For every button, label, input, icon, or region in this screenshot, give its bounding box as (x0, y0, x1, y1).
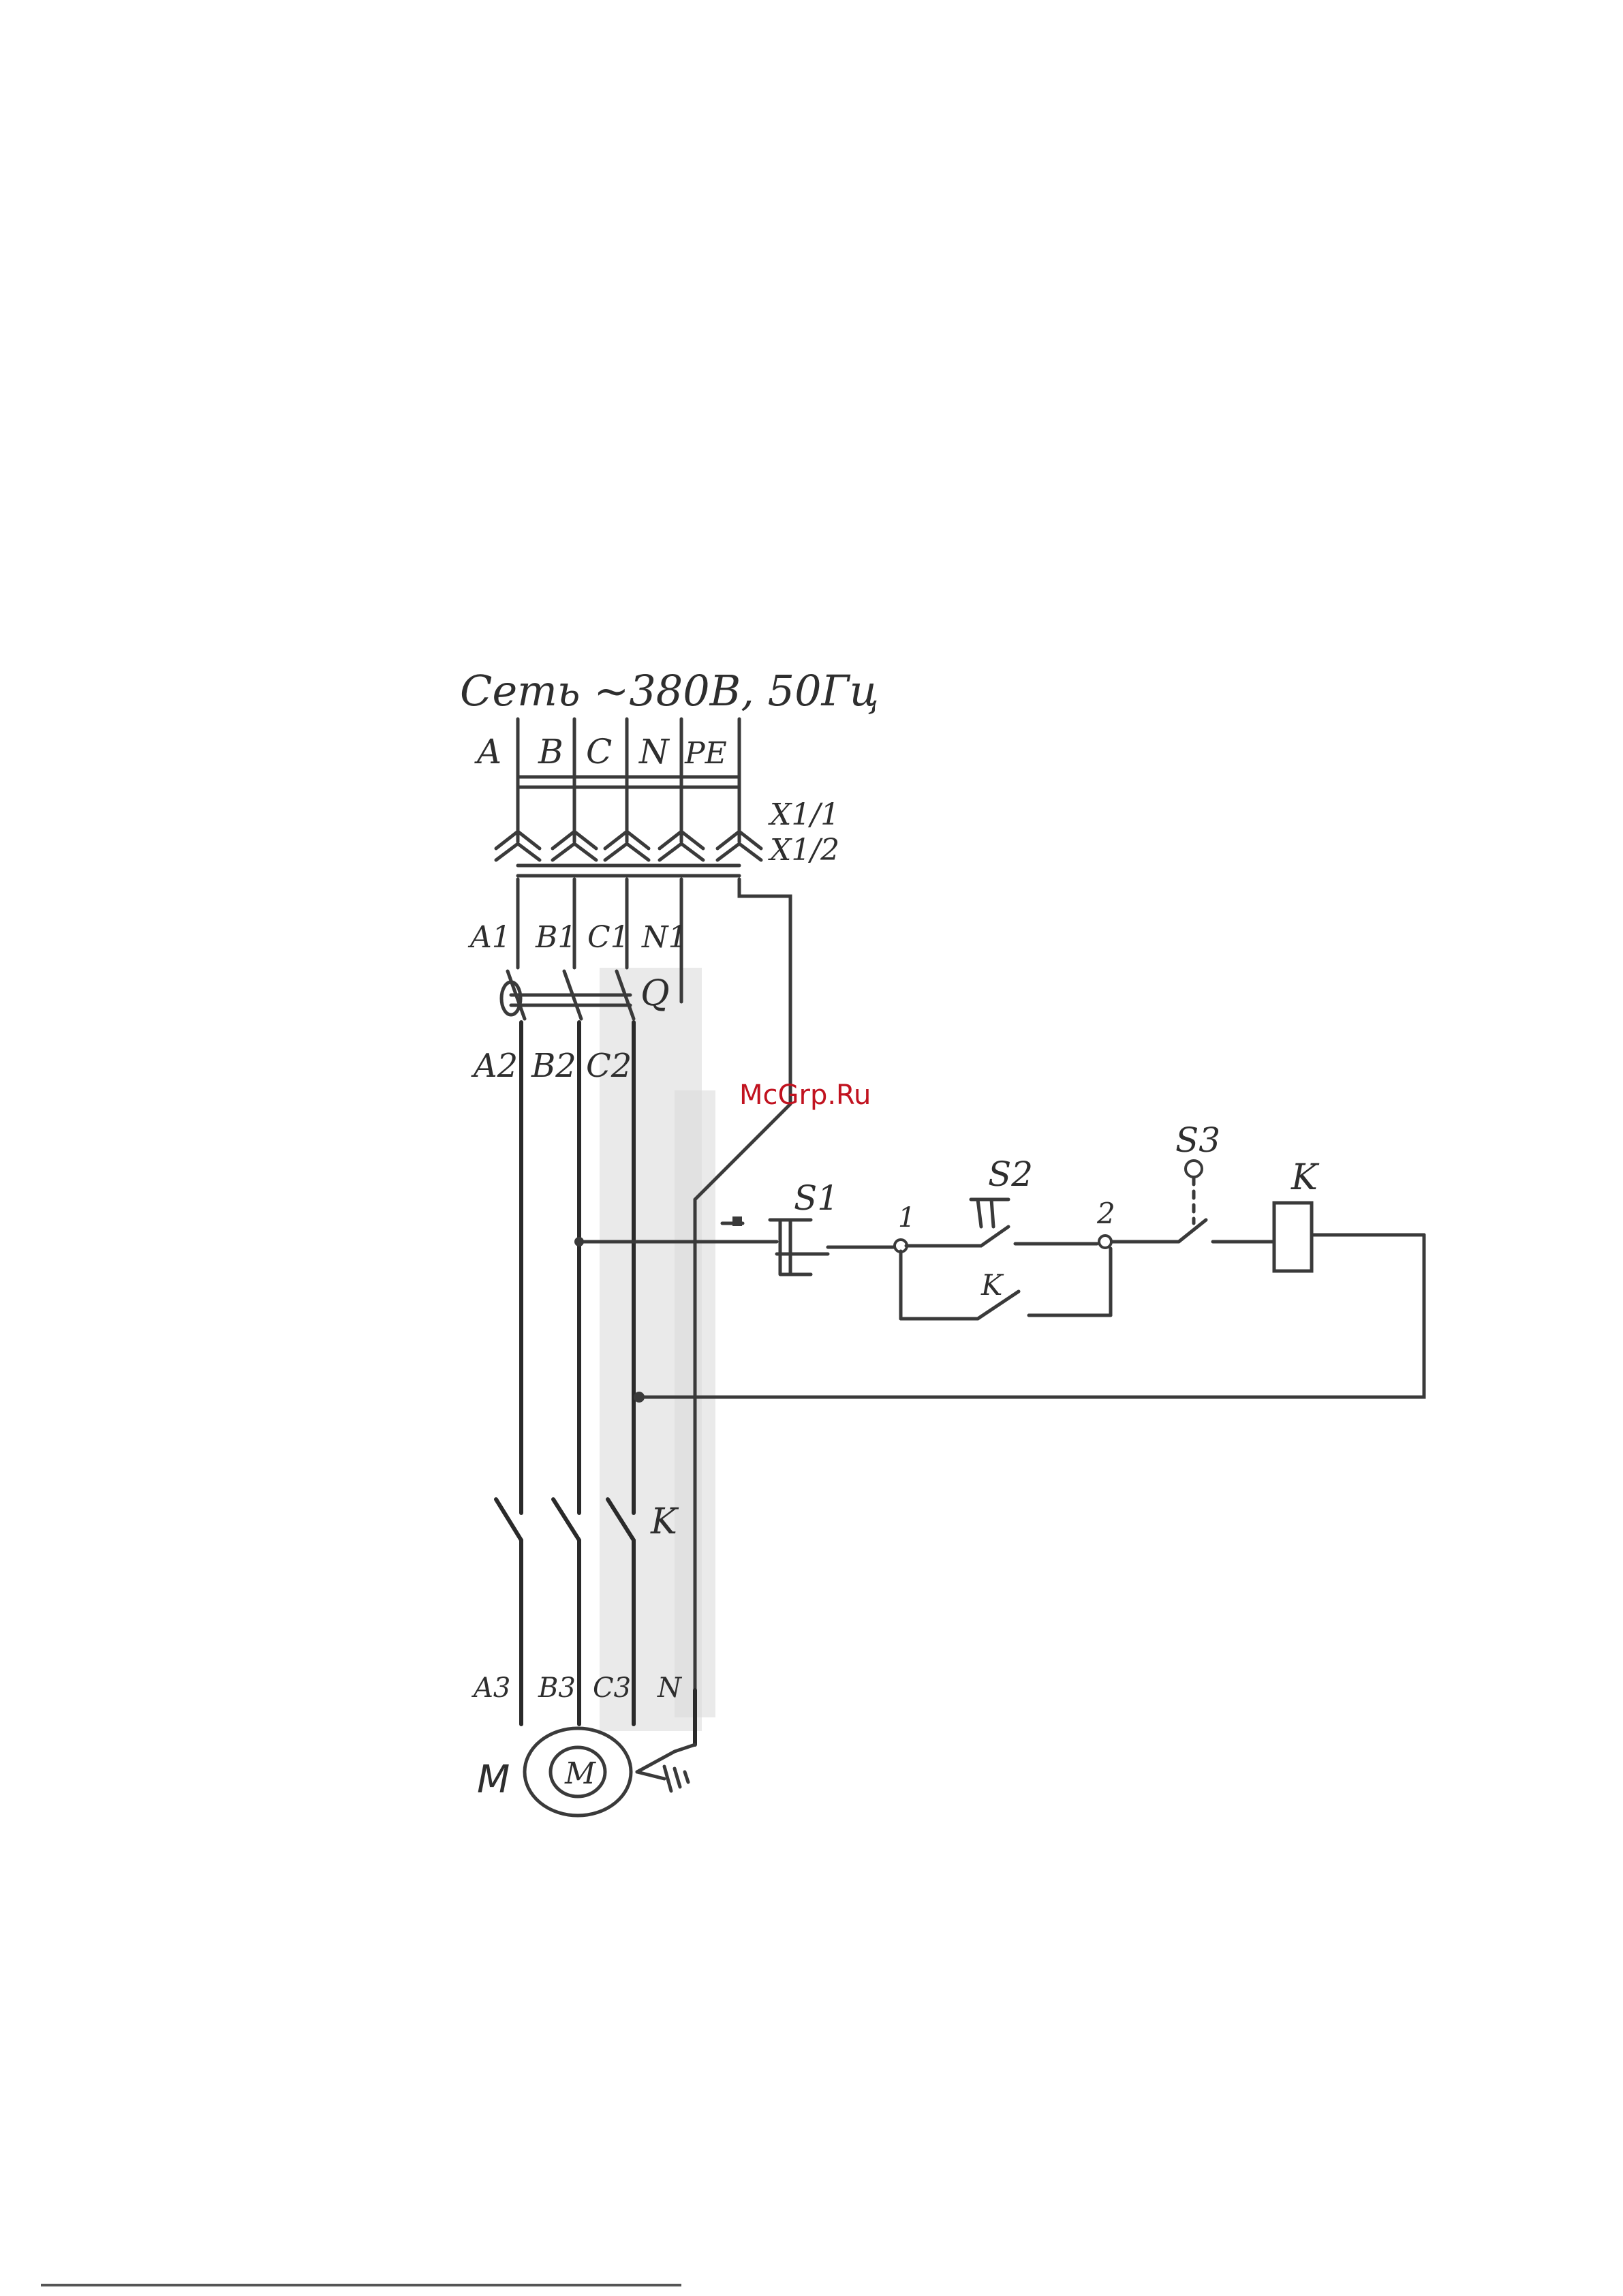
wire-label-n: N (657, 1672, 683, 1704)
node-2-label: 2 (1096, 1197, 1115, 1230)
start-button-s2 (906, 1199, 1097, 1246)
limit-switch-s3 (1112, 1161, 1274, 1242)
wire-label-a2: A2 (471, 1047, 518, 1085)
connector-label-x1-1: X1/1 (768, 797, 839, 832)
wire-labels-1: A1 B1 C1 N1 (467, 920, 687, 955)
node-1-label: 1 (898, 1202, 915, 1234)
s1-label: S1 (794, 1178, 839, 1218)
ground-icon (637, 1766, 688, 1791)
stop-button-s1 (722, 1216, 828, 1274)
breaker-label: Q (640, 973, 670, 1014)
wire-label-b1: B1 (535, 920, 576, 955)
phase-label-b: B (538, 732, 563, 771)
phase-label-a: A (474, 732, 501, 771)
motor-label: M (477, 1758, 510, 1802)
coil-label: K (1290, 1157, 1320, 1198)
wire-labels-2: A2 B2 C2 (471, 1047, 632, 1085)
wire-label-n1: N1 (641, 920, 687, 955)
motor-symbol: M (564, 1756, 596, 1791)
wire-label-c1: C1 (587, 920, 630, 955)
wire-label-a3: A3 (471, 1672, 510, 1704)
phase-label-pe: PE (684, 736, 727, 771)
s2-label: S2 (988, 1154, 1033, 1194)
wire-label-c3: C3 (593, 1672, 631, 1704)
aux-contact-k (901, 1249, 1111, 1319)
s3-label: S3 (1175, 1120, 1220, 1160)
aux-contact-label: K (980, 1268, 1004, 1302)
wire-label-a1: A1 (467, 920, 511, 955)
phase-label-c: C (586, 732, 612, 771)
contactor-label: K (650, 1501, 679, 1542)
wire-label-b3: B3 (538, 1672, 576, 1704)
connector-label-x1-2: X1/2 (768, 833, 839, 868)
watermark: McGrp.Ru (739, 1080, 871, 1111)
wire-label-b2: B2 (531, 1047, 576, 1085)
contactor-coil-k (640, 1203, 1424, 1397)
wire-label-c2: C2 (586, 1047, 632, 1085)
phase-label-n: N (638, 732, 670, 771)
node-2 (1099, 1236, 1111, 1248)
supply-label: Сеть ~380В, 50Гц (460, 666, 879, 716)
phase-labels: A B C N PE (474, 732, 727, 771)
